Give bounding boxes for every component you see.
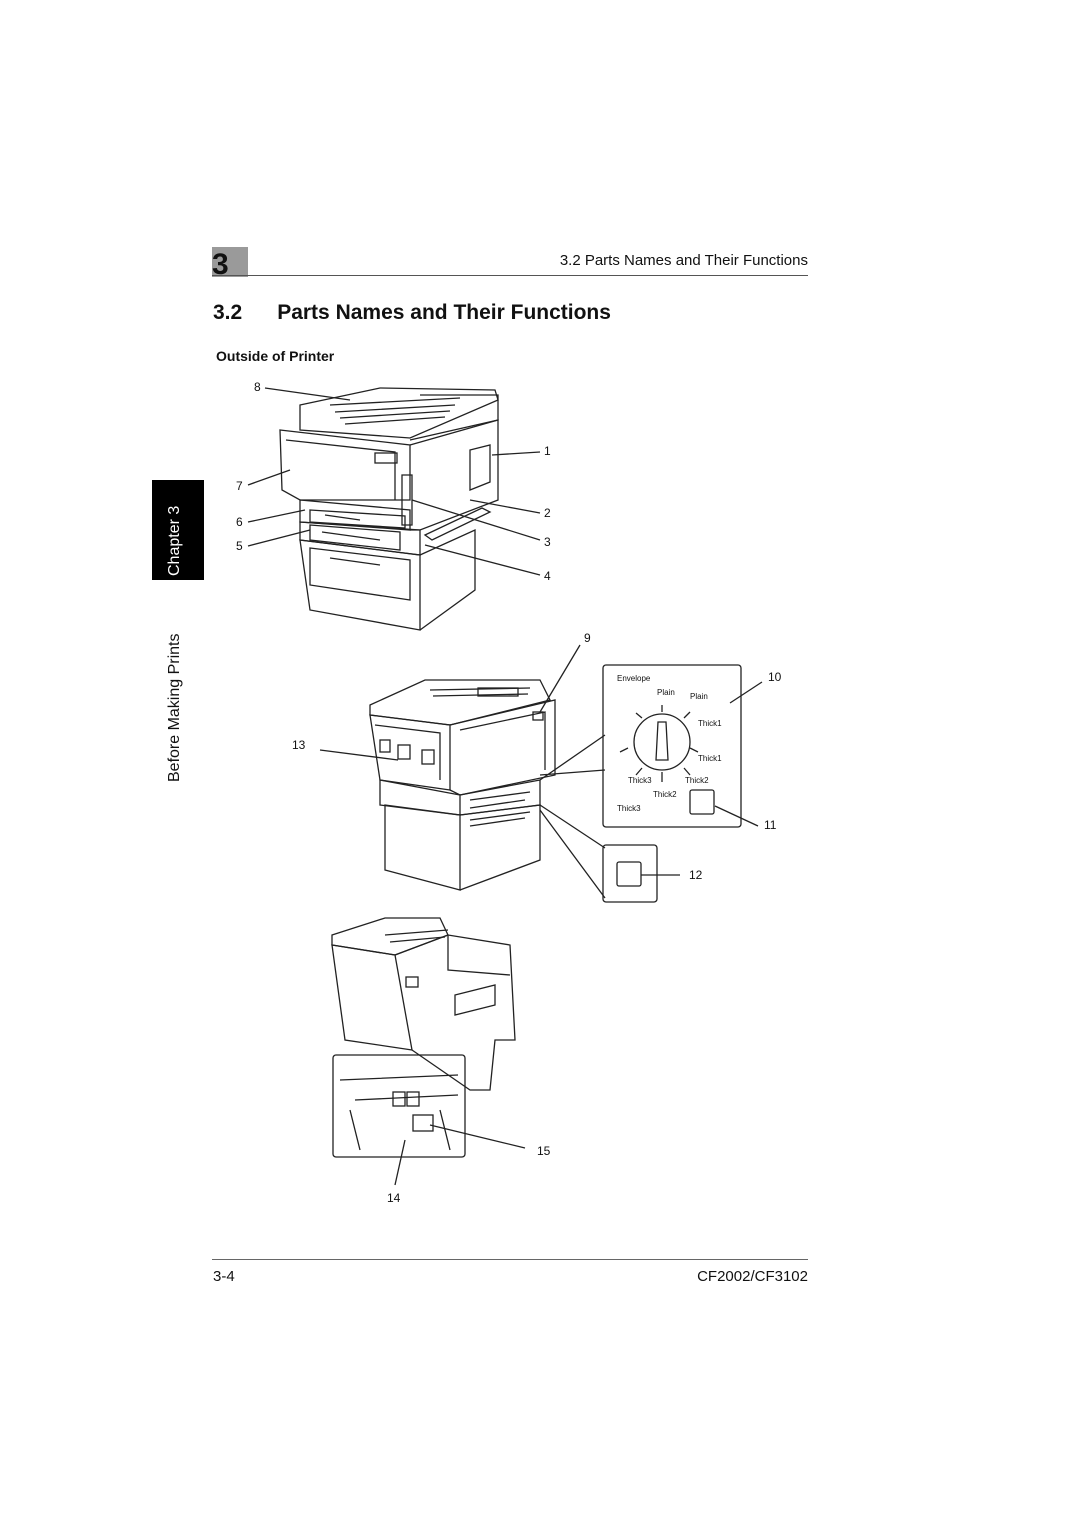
callout-9: 9	[584, 631, 591, 645]
chapter-number-box	[212, 247, 248, 277]
dial-label-thick1-2: Thick1	[698, 754, 722, 763]
callout-2: 2	[544, 506, 551, 520]
dial-label-thick3-2: Thick3	[617, 804, 641, 813]
start-key-panel	[602, 844, 680, 903]
dial-label-plain-2: Plain	[690, 692, 708, 701]
dial-label-plain-1: Plain	[657, 688, 675, 697]
footer-rule	[212, 1259, 808, 1260]
dial-label-thick2-2: Thick2	[653, 790, 677, 799]
media-dial-panel	[602, 664, 763, 828]
chapter-side-tab	[152, 480, 204, 580]
callout-14: 14	[387, 1191, 401, 1205]
callout-3: 3	[544, 535, 551, 549]
page-number: 3-4	[213, 1268, 235, 1285]
dial-label-thick3-1: Thick3	[628, 776, 652, 785]
section-title: 3.2 Parts Names and Their Functions	[213, 301, 611, 324]
callout-13: 13	[292, 738, 306, 752]
printer-front-figure	[247, 387, 541, 631]
dial-label-thick1-1: Thick1	[698, 719, 722, 728]
subheading: Outside of Printer	[216, 348, 335, 364]
callout-1: 1	[544, 444, 551, 458]
callout-11: 11	[764, 818, 777, 832]
callout-12: 12	[689, 868, 703, 882]
printer-side-figure	[319, 644, 606, 899]
callout-15: 15	[537, 1144, 551, 1158]
printer-rear-figure	[331, 917, 526, 1186]
callout-5: 5	[236, 539, 243, 553]
dial-label-envelope: Envelope	[617, 674, 651, 683]
callout-7: 7	[236, 479, 243, 493]
dial-label-thick2-1: Thick2	[685, 776, 709, 785]
chapter-number: 3	[212, 248, 229, 281]
callout-4: 4	[544, 569, 551, 583]
callout-8: 8	[254, 380, 261, 394]
running-header-title: 3.2 Parts Names and Their Functions	[559, 252, 808, 269]
model-name: CF2002/CF3102	[697, 1268, 808, 1285]
callout-10: 10	[768, 670, 782, 684]
callout-6: 6	[236, 515, 243, 529]
header-rule	[212, 275, 808, 276]
